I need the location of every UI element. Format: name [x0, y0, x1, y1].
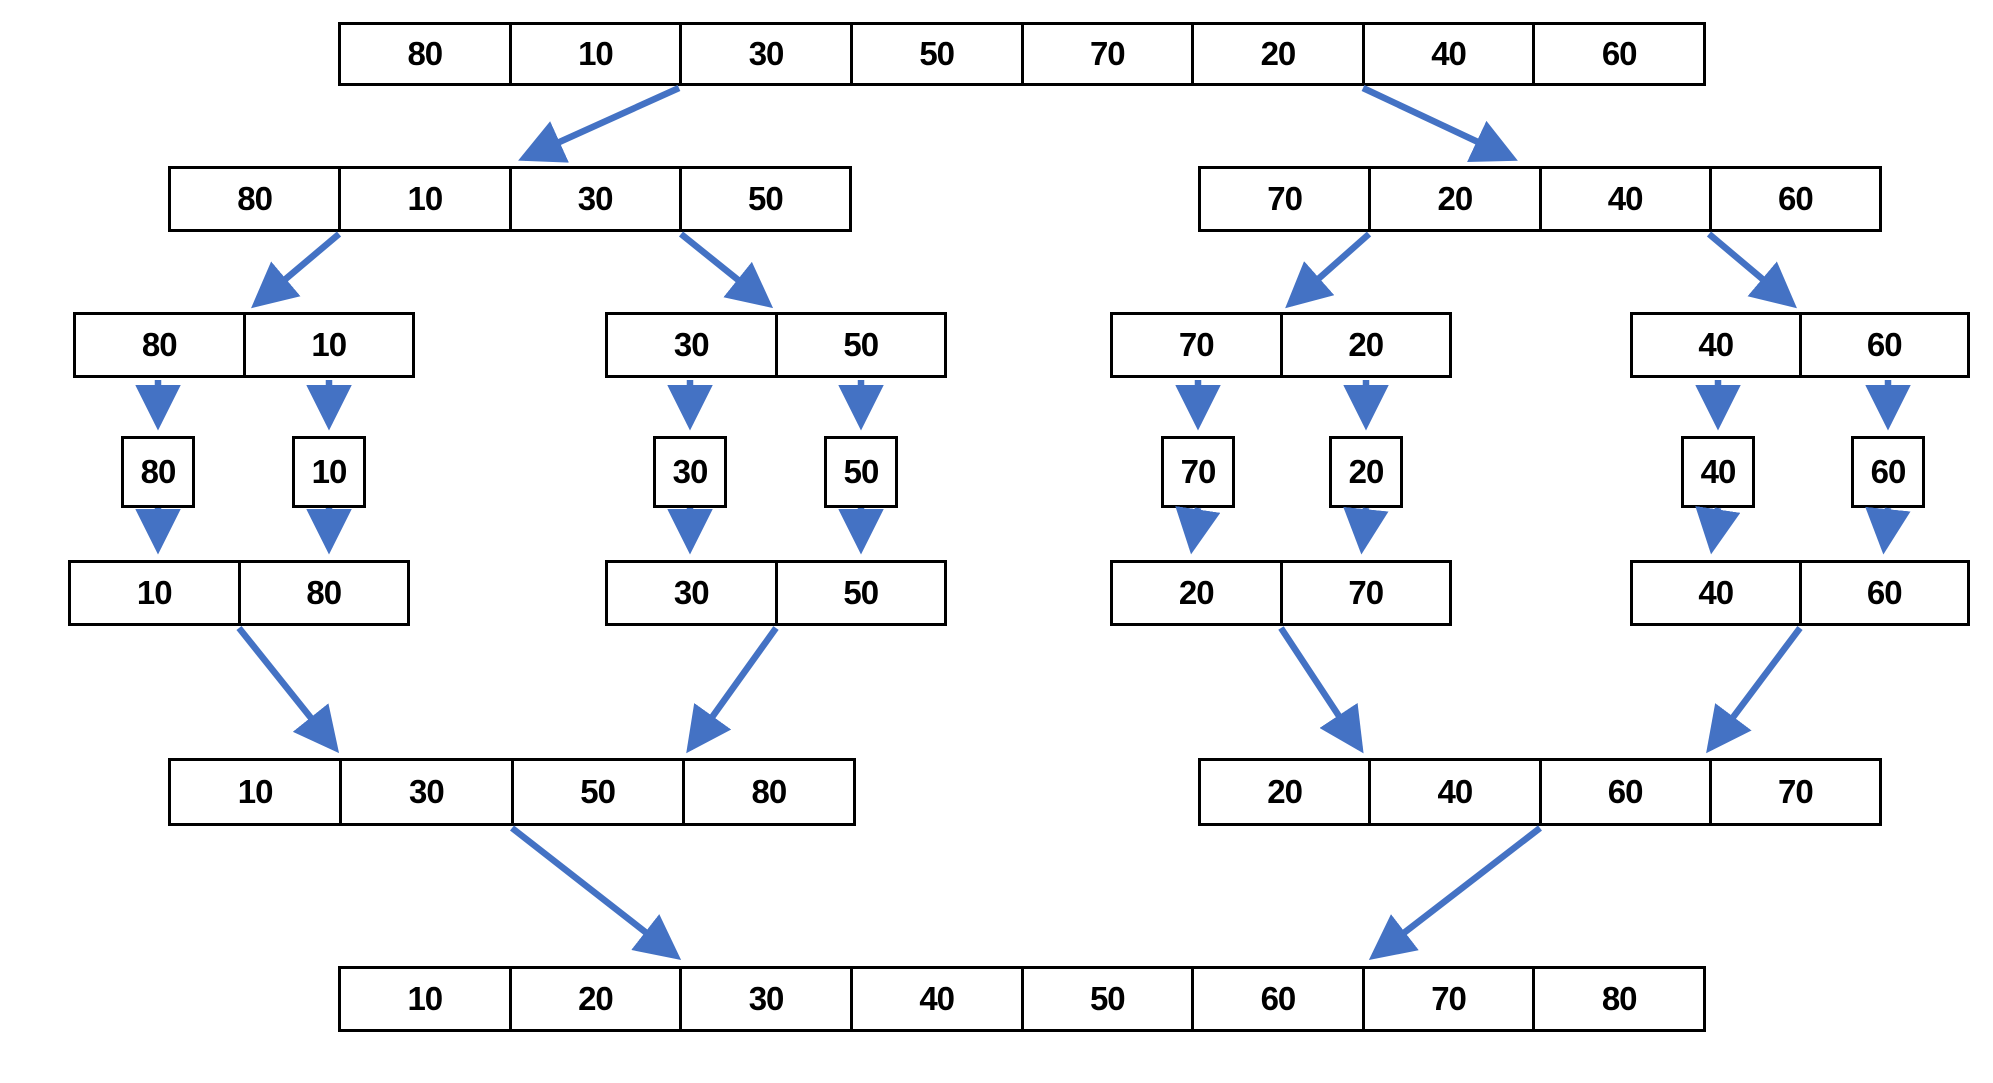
array-cell: 70 [1708, 761, 1879, 823]
array-cell: 20 [1368, 169, 1538, 229]
array-cell: 60 [1798, 563, 1968, 623]
array-level3-c: 70 20 [1110, 312, 1452, 378]
array-cell: 10 [237, 773, 274, 810]
array-cell: 70 [1178, 326, 1215, 363]
array-cell: 70 [1279, 563, 1450, 623]
split-arrow [1285, 231, 1372, 309]
single-element-box: 30 [653, 436, 727, 508]
single-element-box: 50 [824, 436, 898, 508]
array-cell: 20 [508, 969, 680, 1029]
array-cell: 10 [242, 315, 413, 375]
single-element-box: 70 [1161, 436, 1235, 508]
merge-arrow [1343, 506, 1389, 555]
array-cell: 60 [1532, 25, 1703, 83]
merge-arrow [1278, 626, 1364, 754]
split-arrow [1706, 231, 1797, 309]
array-cell: 60 [1191, 969, 1362, 1029]
array-level5-b: 30 50 [605, 560, 947, 626]
merge-arrow [236, 625, 340, 754]
array-cell: 20 [1279, 315, 1450, 375]
array-cell: 40 [1698, 326, 1734, 363]
array-level5-c: 20 70 [1110, 560, 1452, 626]
array-level7-sorted: 10 20 30 40 50 60 70 80 [338, 966, 1706, 1032]
array-cell: 50 [849, 25, 1021, 83]
merge-arrow [1175, 506, 1221, 555]
array-cell: 30 [679, 969, 850, 1029]
merge-arrow [1695, 506, 1741, 555]
single-element-box: 40 [1681, 436, 1755, 508]
array-cell: 60 [1538, 761, 1709, 823]
array-cell: 40 [849, 969, 1021, 1029]
split-arrow [1361, 85, 1518, 163]
merge-arrow [510, 825, 682, 960]
array-cell: 20 [1178, 574, 1215, 611]
single-element-box: 20 [1329, 436, 1403, 508]
array-cell: 40 [1368, 761, 1538, 823]
array-level2-right: 70 20 40 60 [1198, 166, 1882, 232]
split-arrow [518, 85, 681, 163]
array-level3-a: 80 10 [73, 312, 415, 378]
split-arrow [678, 231, 774, 309]
single-element-box: 80 [121, 436, 195, 508]
array-cell: 80 [407, 35, 443, 72]
merge-arrow [1706, 626, 1803, 754]
array-cell: 80 [1532, 969, 1703, 1029]
array-level5-d: 40 60 [1630, 560, 1970, 626]
array-level3-d: 40 60 [1630, 312, 1970, 378]
array-level1-input: 80 10 30 50 70 20 40 60 [338, 22, 1706, 86]
array-cell: 40 [1538, 169, 1709, 229]
array-cell: 30 [339, 761, 510, 823]
array-cell: 40 [1698, 574, 1734, 611]
array-cell: 70 [1267, 180, 1303, 217]
array-cell: 70 [1020, 25, 1192, 83]
array-cell: 70 [1361, 969, 1533, 1029]
array-level6-left: 10 30 50 80 [168, 758, 856, 826]
array-cell: 10 [407, 980, 443, 1017]
array-cell: 80 [681, 761, 853, 823]
array-cell: 20 [1191, 25, 1362, 83]
array-cell: 80 [141, 326, 178, 363]
array-level6-right: 20 40 60 70 [1198, 758, 1882, 826]
array-cell: 60 [1708, 169, 1879, 229]
array-cell: 30 [508, 169, 679, 229]
array-cell: 50 [774, 563, 945, 623]
array-cell: 30 [679, 25, 850, 83]
array-level2-left: 80 10 30 50 [168, 166, 852, 232]
array-cell: 40 [1361, 25, 1533, 83]
array-cell: 30 [673, 326, 710, 363]
merge-arrow [686, 626, 779, 754]
array-cell: 50 [1020, 969, 1192, 1029]
merge-arrow [1865, 506, 1911, 555]
array-cell: 50 [510, 761, 682, 823]
array-cell: 60 [1798, 315, 1968, 375]
single-element-box: 10 [292, 436, 366, 508]
array-cell: 10 [508, 25, 680, 83]
merge-arrow [1368, 825, 1542, 960]
array-cell: 80 [237, 563, 408, 623]
array-cell: 10 [338, 169, 508, 229]
array-level5-a: 10 80 [68, 560, 410, 626]
array-cell: 20 [1267, 773, 1303, 810]
array-cell: 50 [774, 315, 945, 375]
array-level3-b: 30 50 [605, 312, 947, 378]
single-element-box: 60 [1851, 436, 1925, 508]
array-cell: 10 [136, 574, 173, 611]
array-cell: 80 [237, 180, 273, 217]
split-arrow [251, 231, 342, 309]
array-cell: 30 [673, 574, 710, 611]
array-cell: 50 [678, 169, 849, 229]
